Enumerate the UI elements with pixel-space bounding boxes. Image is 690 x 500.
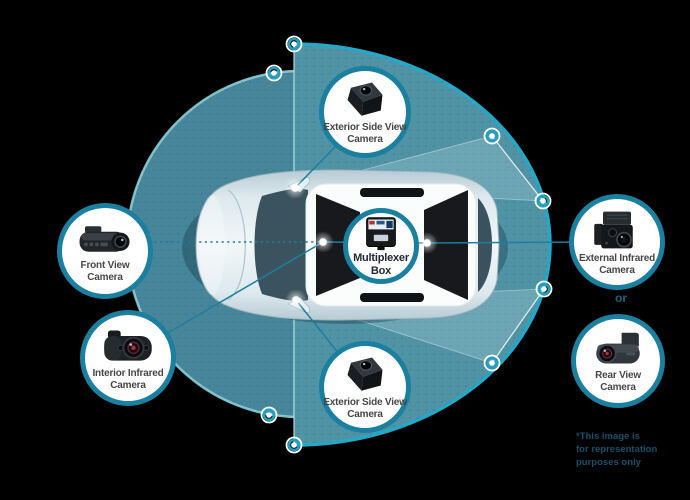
or-label: or — [615, 291, 627, 305]
badge-multiplexer-box: Multiplexer Box — [343, 208, 419, 284]
disclaimer-line: *This image is — [576, 431, 640, 442]
badge-interior-infrared: Interior Infrared Camera — [80, 310, 176, 406]
badge-label: Rear View Camera — [595, 370, 641, 394]
edge-node-markers — [260, 35, 553, 454]
rear-view-camera-icon — [589, 329, 647, 369]
front-view-camera-icon — [75, 219, 135, 259]
badge-label-line: Exterior Side View — [323, 121, 407, 133]
mount-dot — [284, 177, 306, 199]
mount-dot — [416, 232, 438, 254]
edge-node — [483, 127, 501, 145]
badge-label: Interior Infrared Camera — [92, 368, 163, 392]
edge-node — [285, 436, 303, 454]
badge-label-line: Interior Infrared — [92, 367, 164, 379]
connector-external-infrared — [426, 241, 593, 244]
edge-node — [534, 192, 552, 210]
edge-node — [260, 406, 278, 424]
edge-node — [483, 354, 501, 372]
badge-rear-view: Rear View Camera — [571, 314, 665, 408]
multiplexer-box-icon — [359, 215, 403, 251]
disclaimer-line: for representation — [576, 444, 658, 455]
edge-node — [265, 64, 283, 82]
badge-label: Multiplexer Box — [353, 252, 409, 278]
badge-label-line: Camera — [600, 381, 636, 393]
edge-node — [285, 35, 303, 53]
exterior-side-view-camera-icon — [336, 79, 394, 121]
badge-label-line: Camera — [347, 408, 383, 420]
badge-label: Front View Camera — [81, 260, 130, 284]
exterior-side-view-camera-icon — [336, 354, 394, 396]
external-infrared-camera-icon — [589, 208, 645, 252]
badge-front-view: Front View Camera — [57, 203, 153, 299]
badge-label-line: Camera — [347, 133, 383, 145]
badge-exterior-side-view-top: Exterior Side View Camera — [319, 66, 411, 158]
mount-dot — [312, 231, 334, 253]
badge-exterior-side-view-bottom: Exterior Side View Camera — [319, 341, 411, 433]
disclaimer-note: *This image is for representation purpos… — [576, 430, 657, 469]
badge-label-line: External Infrared — [578, 252, 656, 264]
badge-label-line: Camera — [599, 264, 635, 276]
badge-label: Exterior Side View Camera — [323, 396, 407, 421]
badge-label-line: Camera — [110, 379, 146, 391]
disclaimer-line: purposes only — [576, 457, 641, 468]
badge-external-infrared: External Infrared Camera — [569, 194, 665, 290]
badge-label-line: Exterior Side View — [323, 396, 407, 408]
badge-label-line: Box — [370, 264, 392, 277]
badge-label: External Infrared Camera — [579, 253, 655, 277]
mount-point-dots — [284, 177, 438, 311]
badge-label: Exterior Side View Camera — [323, 121, 407, 146]
badge-label-line: Rear View — [595, 369, 641, 381]
interior-infrared-camera-icon — [98, 325, 158, 367]
mount-dot — [285, 289, 307, 311]
badge-label-line: Camera — [87, 271, 123, 283]
edge-node — [535, 280, 553, 298]
badge-label-line: Front View — [80, 259, 130, 271]
badge-label-line: Multiplexer — [353, 251, 409, 264]
